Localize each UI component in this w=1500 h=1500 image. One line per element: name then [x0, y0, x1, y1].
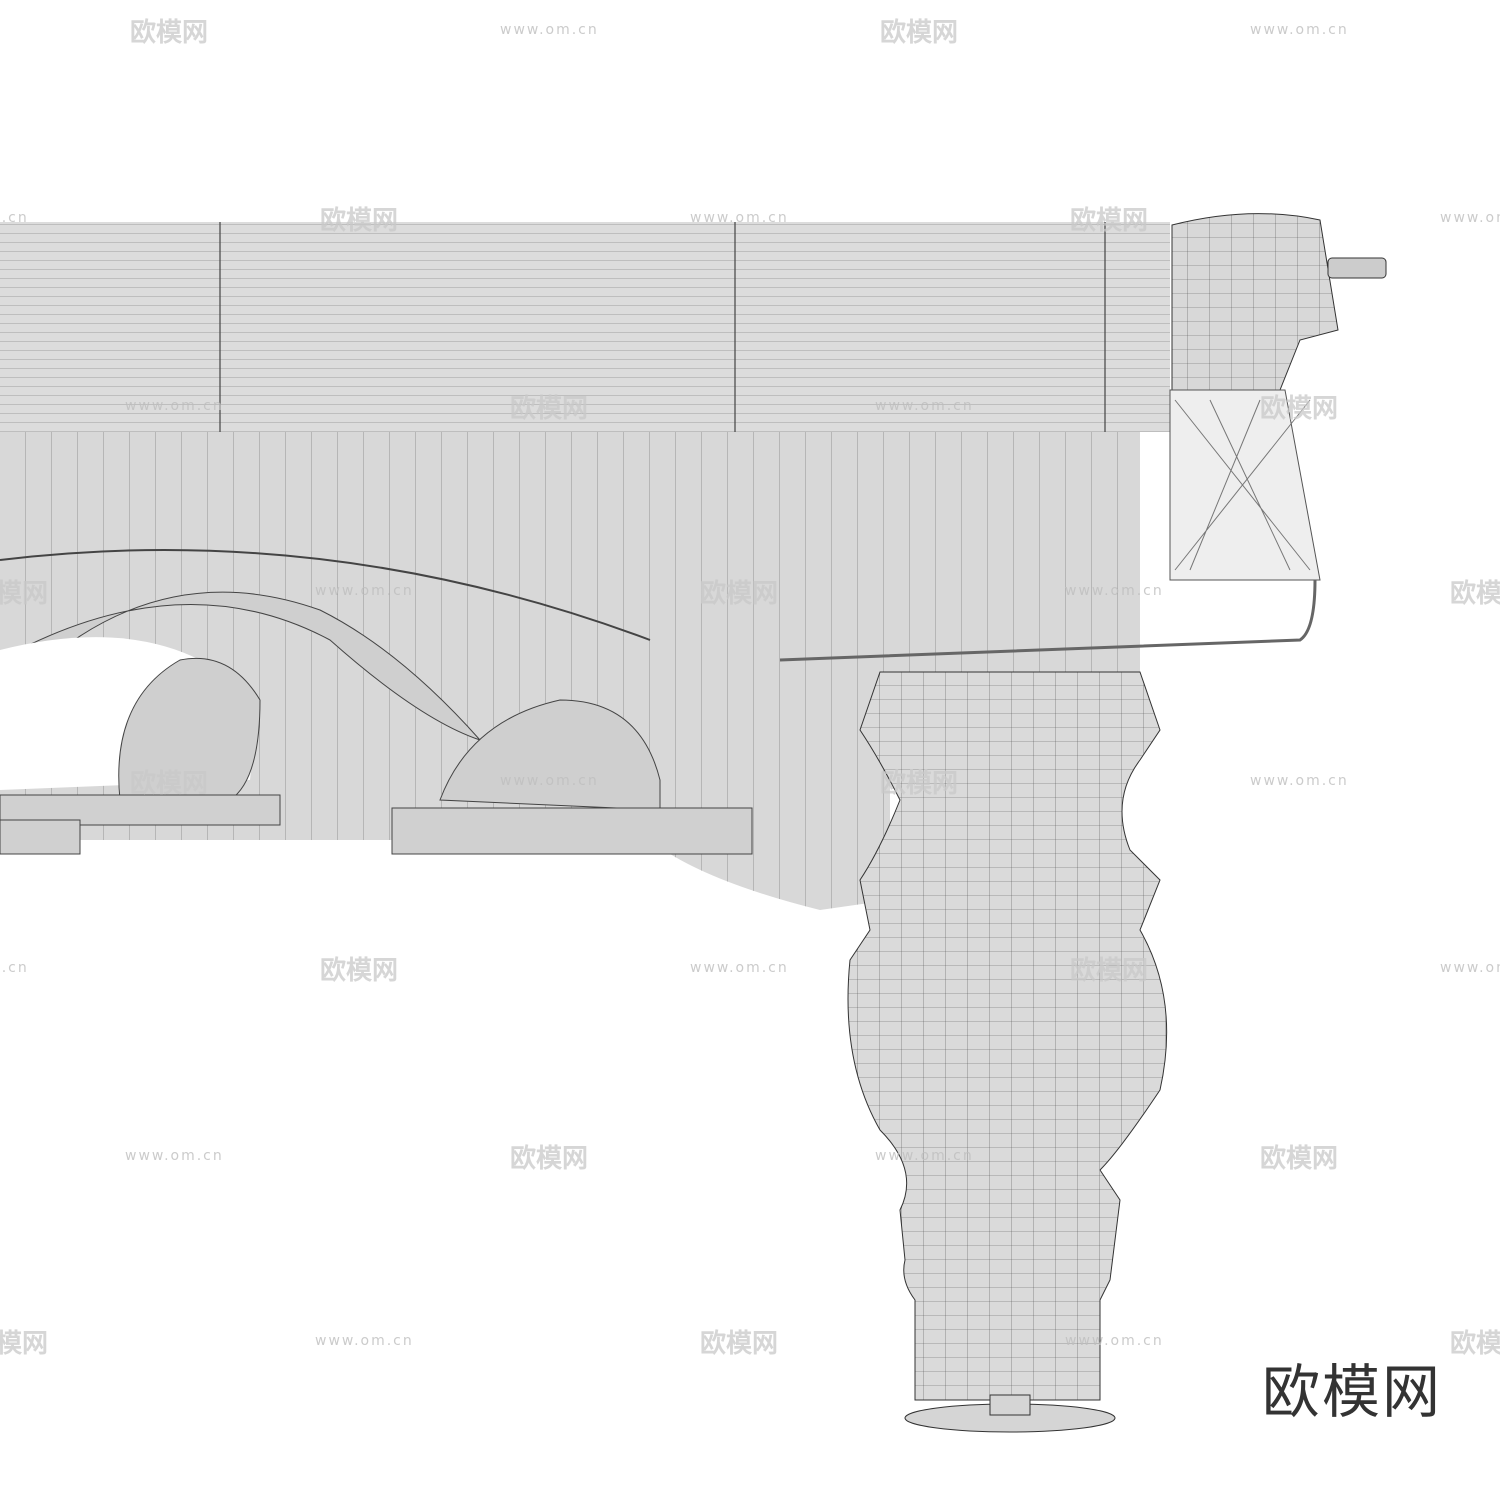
watermark-logo: 欧模网 — [1260, 394, 1339, 424]
watermark-logo: 欧模网 — [320, 956, 399, 986]
watermark-url: www.om.cn — [500, 773, 599, 789]
watermark-logo: 欧模网 — [1070, 206, 1149, 236]
watermark-url: www.om.cn — [690, 960, 789, 976]
watermark-url: www.om.cn — [1440, 210, 1500, 226]
watermark-url: www.om.cn — [1065, 583, 1164, 599]
watermark-logo: 欧模网 — [0, 1329, 49, 1359]
watermark-url: www.om.cn — [1440, 960, 1500, 976]
watermark-logo: 欧模网 — [0, 579, 49, 609]
watermark-logo: 欧模网 — [1070, 956, 1149, 986]
corner-pocket — [779, 213, 1387, 662]
watermark-url: www.om.cn — [315, 1333, 414, 1349]
table-apron — [0, 432, 1140, 910]
watermark-logo: 欧模网 — [130, 18, 209, 48]
watermark-url: www.om.cn — [500, 22, 599, 38]
watermark-url: www.om.cn — [125, 398, 224, 414]
watermark-logo: 欧模网 — [1450, 579, 1500, 609]
watermark-url: www.om.cn — [875, 398, 974, 414]
watermark-logo: 欧模网 — [1260, 1144, 1339, 1174]
table-leg — [847, 671, 1168, 1433]
watermark-logo: 欧模网 — [880, 18, 959, 48]
watermark-logo: 欧模网 — [320, 206, 399, 236]
watermark-logo: 欧模网 — [510, 1144, 589, 1174]
watermark-url: www.om.cn — [1250, 22, 1349, 38]
watermark-url: www.om.cn — [0, 960, 29, 976]
watermark-logo: 欧模网 — [700, 579, 779, 609]
watermark-url: www.om.cn — [690, 210, 789, 226]
watermark-logo: 欧模网 — [700, 1329, 779, 1359]
watermark-logo: 欧模网 — [130, 769, 209, 799]
watermark-url: www.om.cn — [875, 1148, 974, 1164]
watermark-url: www.om.cn — [1250, 773, 1349, 789]
watermark-logo: 欧模网 — [510, 394, 589, 424]
watermark-logo: 欧模网 — [880, 769, 959, 799]
corner-logo: 欧模网 — [1262, 1358, 1443, 1426]
watermark-url: www.om.cn — [0, 210, 29, 226]
watermark-logo: 欧模网 — [1450, 1329, 1500, 1359]
table-rail — [0, 222, 1170, 432]
watermark-url: www.om.cn — [125, 1148, 224, 1164]
watermark-url: www.om.cn — [1065, 1333, 1164, 1349]
watermark-url: www.om.cn — [315, 583, 414, 599]
